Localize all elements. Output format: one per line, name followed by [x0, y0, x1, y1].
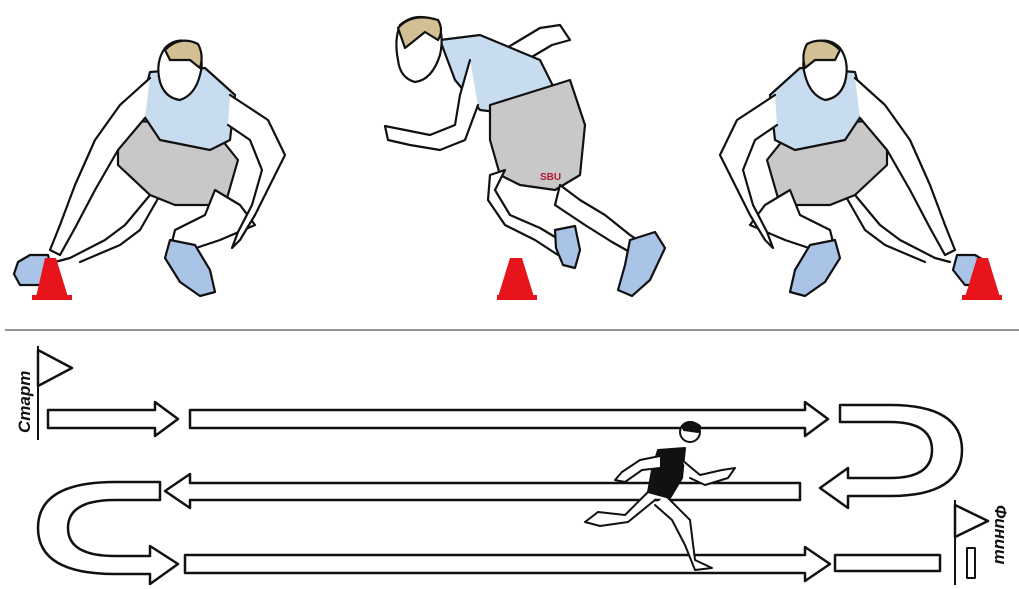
finish-flag [955, 500, 988, 585]
finish-label: Финиш [991, 505, 1010, 564]
arrow-row3-end [835, 555, 940, 571]
arrow-row3-long [185, 547, 830, 581]
shoe-right-front [790, 240, 840, 296]
athlete-center: SBU [385, 17, 665, 296]
athlete-left [14, 41, 285, 296]
shoe-center-back [555, 226, 580, 268]
course-diagram [38, 346, 988, 585]
uturn-left [38, 482, 178, 584]
athlete-right [720, 41, 991, 296]
start-label: Старт [15, 371, 34, 433]
arrow-row1-long [190, 402, 828, 436]
uturn-right [820, 405, 962, 508]
arrow-row1-start [48, 402, 178, 436]
shoe-left-front [165, 240, 215, 296]
cone-center [497, 258, 537, 300]
shorts-logo-center: SBU [540, 172, 561, 183]
finish-post-marker [967, 548, 975, 578]
